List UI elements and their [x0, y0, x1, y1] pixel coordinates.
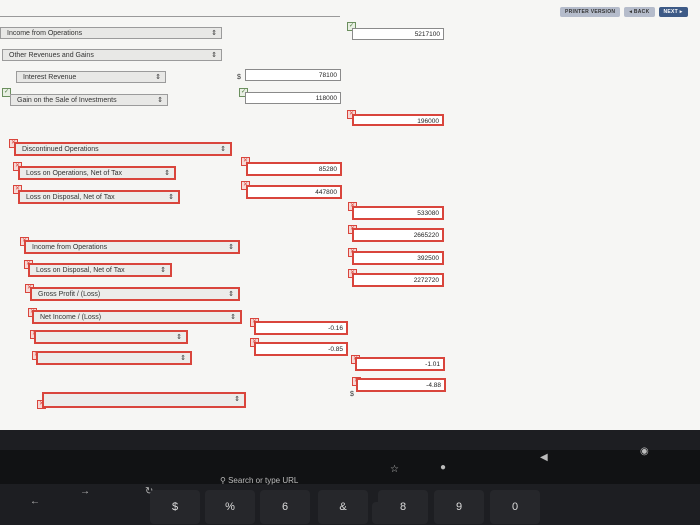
account-dropdown[interactable]: ⇕	[36, 351, 192, 365]
amount-input[interactable]: 533080	[352, 206, 444, 220]
amount-input[interactable]: 118000	[245, 92, 341, 104]
search-icon: ⚲	[220, 476, 226, 485]
divider	[0, 16, 340, 17]
account-dropdown[interactable]: Income from Operations⇕	[0, 27, 222, 39]
next-button[interactable]: NEXT ▸	[658, 7, 688, 17]
amount-input[interactable]: 447800	[246, 185, 342, 199]
error-icon: ✕	[13, 185, 22, 194]
brightness-icon[interactable]: ●	[440, 462, 447, 473]
account-dropdown[interactable]: Discontinued Operations⇕	[14, 142, 232, 156]
amount-input[interactable]: 2272720	[352, 273, 444, 287]
refresh-icon[interactable]: ↻	[145, 486, 154, 497]
key[interactable]: 0	[490, 490, 540, 524]
check-icon: ✓	[347, 22, 356, 31]
amount-input[interactable]: -0.16	[254, 321, 348, 335]
check-icon: ✓	[2, 88, 11, 97]
amount-input[interactable]: 196000	[352, 114, 444, 126]
error-icon: ✕	[241, 157, 250, 166]
key[interactable]: 6	[260, 490, 310, 524]
amount-input[interactable]: -0.85	[254, 342, 348, 356]
amount-input[interactable]: 78100	[245, 69, 341, 81]
account-dropdown[interactable]: ⇕	[42, 392, 246, 408]
amount-input[interactable]: 5217100	[352, 28, 444, 40]
amount-input[interactable]: 392500	[352, 251, 444, 265]
account-dropdown[interactable]: Loss on Disposal, Net of Tax⇕	[28, 263, 172, 277]
siri-icon[interactable]: ◉	[640, 446, 649, 457]
key[interactable]: 8	[378, 490, 428, 524]
top-nav: PRINTER VERSION ◂ BACK NEXT ▸	[560, 7, 688, 17]
account-dropdown[interactable]: Other Revenues and Gains⇕	[2, 49, 222, 61]
volume-icon[interactable]: ◀	[540, 452, 548, 463]
amount-input[interactable]: 2665220	[352, 228, 444, 242]
amount-input[interactable]: -4.88	[356, 378, 446, 392]
account-dropdown[interactable]: Net Income / (Loss)⇕	[32, 310, 242, 324]
screen: PRINTER VERSION ◂ BACK NEXT ▸ Income fro…	[0, 0, 700, 430]
key[interactable]: $	[150, 490, 200, 524]
account-dropdown[interactable]: Gross Profit / (Loss)⇕	[30, 287, 240, 301]
url-search-field[interactable]: ⚲ Search or type URL	[220, 476, 298, 485]
account-dropdown[interactable]: Income from Operations⇕	[24, 240, 240, 254]
key[interactable]: %	[205, 490, 255, 524]
amount-input[interactable]: 85280	[246, 162, 342, 176]
account-dropdown[interactable]: Loss on Disposal, Net of Tax⇕	[18, 190, 180, 204]
amount-input[interactable]: -1.01	[355, 357, 445, 371]
search-placeholder: Search or type URL	[228, 476, 299, 485]
key[interactable]: &	[318, 490, 368, 524]
dollar-sign: $	[350, 391, 354, 398]
back-button[interactable]: ◂ BACK	[624, 7, 655, 17]
bookmark-star-icon[interactable]: ☆	[390, 464, 399, 475]
account-dropdown[interactable]: Interest Revenue⇕	[16, 71, 166, 83]
forward-icon[interactable]: →	[80, 486, 90, 497]
back-icon[interactable]: ←	[30, 496, 40, 507]
account-dropdown[interactable]: Gain on the Sale of Investments⇕	[10, 94, 168, 106]
dollar-sign: $	[237, 74, 241, 81]
account-dropdown[interactable]: Loss on Operations, Net of Tax⇕	[18, 166, 176, 180]
touch-bar	[0, 450, 700, 484]
key[interactable]: 9	[434, 490, 484, 524]
account-dropdown[interactable]: ⇕	[34, 330, 188, 344]
printer-version-button[interactable]: PRINTER VERSION	[560, 7, 621, 17]
